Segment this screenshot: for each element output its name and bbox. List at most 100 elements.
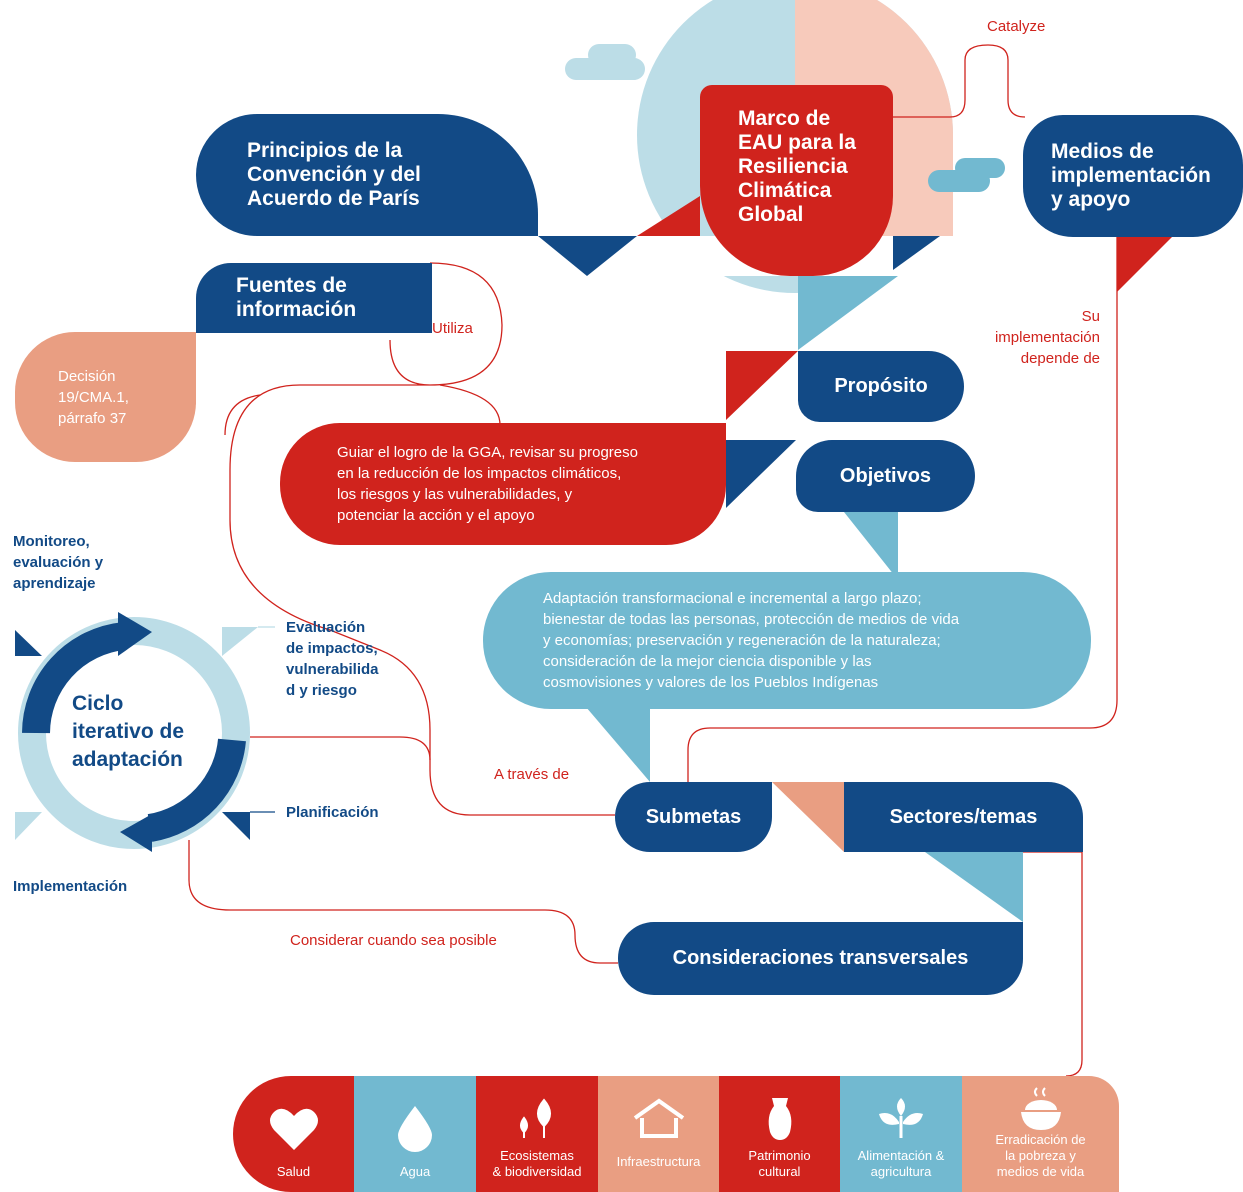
trees-icon (520, 1098, 551, 1138)
triangle-shape (798, 276, 898, 350)
proposito-label: Propósito (834, 375, 928, 397)
transversales-label: Consideraciones transversales (672, 947, 969, 969)
evaluacion-line: de impactos, (286, 640, 378, 657)
adaptacion-line: Adaptación transformacional e incrementa… (543, 590, 922, 607)
triangle-shape (222, 627, 258, 656)
evaluacion-label: Evaluación de impactos, vulnerabilida d … (286, 617, 379, 701)
fuentes-line: Fuentes de (236, 274, 347, 297)
vase-icon (768, 1098, 791, 1140)
sectores-node: Sectores/temas (844, 782, 1083, 852)
sector-label: Agua (399, 1164, 431, 1179)
principios-line: Principios de la (247, 139, 403, 162)
cycle-arrow-head (118, 612, 152, 656)
depende-line: implementación (994, 329, 1100, 346)
marco-line: Marco de (738, 107, 831, 130)
marco-line: Climática (738, 179, 832, 202)
sector-label: Erradicación de la pobreza y medios de v… (995, 1132, 1086, 1179)
marco-line: Global (738, 203, 804, 226)
triangle-shape (222, 812, 250, 840)
marco-line: EAU para la (738, 131, 856, 154)
guiar-line: potenciar la acción y el apoyo (337, 507, 535, 524)
triangle-shape (844, 512, 898, 580)
decision-node: Decisión 19/CMA.1, párrafo 37 (15, 332, 196, 462)
fuentes-line: información (236, 298, 357, 321)
triangle-shape (772, 782, 844, 852)
sector-label: Infraestructura (616, 1154, 701, 1169)
sector-tile-infraestructura: Infraestructura (598, 1076, 719, 1192)
cycle-title: Ciclo iterativo de adaptación (72, 690, 184, 774)
cloud-icon (565, 44, 645, 80)
sprout-icon (879, 1098, 923, 1138)
adaptacion-node: Adaptación transformacional e incrementa… (483, 572, 1091, 709)
monitoreo-line: evaluación y (13, 554, 104, 571)
guiar-node: Guiar el logro de la GGA, revisar su pro… (280, 423, 726, 545)
transversales-node: Consideraciones transversales (618, 922, 1023, 995)
sector-tile-alimentacion: Alimentación & agricultura (840, 1076, 962, 1192)
medios-line: Medios de (1051, 140, 1154, 163)
monitoreo-label: Monitoreo, evaluación y aprendizaje (13, 531, 103, 594)
evaluacion-line: d y riesgo (286, 682, 357, 699)
sector-label: Patrimonio cultural (748, 1148, 811, 1179)
principios-node: Principios de la Convención y del Acuerd… (196, 114, 538, 236)
sector-label: Alimentación & agricultura (857, 1148, 945, 1179)
submetas-node: Submetas (615, 782, 772, 852)
sector-tile-patrimonio: Patrimonio cultural (719, 1076, 840, 1192)
water-drop-icon (398, 1106, 432, 1152)
sector-label: Salud (276, 1164, 311, 1179)
triangle-shape (15, 812, 42, 840)
heart-icon (269, 1108, 318, 1150)
evaluacion-line: vulnerabilida (286, 661, 379, 678)
marco-line: Resiliencia (738, 155, 848, 178)
objetivos-node: Objetivos (796, 440, 975, 512)
cycle-arrow (22, 622, 126, 734)
triangle-shape (538, 236, 637, 276)
triangle-shape (893, 236, 940, 270)
principios-line: Convención y del (247, 163, 421, 186)
cycle-title-line: iterativo de (72, 720, 185, 743)
sector-tile-salud: Salud (233, 1076, 354, 1192)
medios-node: Medios de implementación y apoyo (1023, 115, 1243, 237)
adaptacion-line: y economías; preservación y regeneración… (543, 632, 941, 649)
objetivos-label: Objetivos (839, 464, 932, 487)
sector-label: Ecosistemas & biodiversidad (492, 1148, 582, 1179)
traves-label: A través de (494, 766, 570, 783)
decision-line: párrafo 37 (58, 409, 127, 427)
depende-label: Su implementación depende de (960, 306, 1100, 369)
triangle-shape (1117, 237, 1172, 292)
implementacion-label: Implementación (13, 878, 128, 895)
sector-tile-agua: Agua (354, 1076, 476, 1192)
triangle-shape (726, 351, 798, 420)
adaptacion-line: cosmovisiones y valores de los Pueblos I… (543, 674, 879, 691)
cloud-icon (928, 158, 1005, 192)
sector-tile-pobreza: Erradicación de la pobreza y medios de v… (962, 1076, 1119, 1192)
cycle-arrow (147, 738, 246, 842)
triangle-shape (925, 852, 1023, 922)
adaptacion-line: consideración de la mejor ciencia dispon… (543, 653, 872, 670)
medios-line: y apoyo (1051, 188, 1131, 211)
submetas-label: Submetas (645, 805, 742, 828)
cycle-title-line: adaptación (72, 748, 183, 771)
proposito-node: Propósito (798, 351, 964, 422)
marco-node: Marco de EAU para la Resiliencia Climáti… (700, 85, 893, 276)
house-icon (633, 1098, 684, 1138)
cycle-title-line: Ciclo (72, 692, 124, 715)
cycle-arrow-head (120, 814, 152, 852)
monitoreo-line: aprendizaje (13, 575, 96, 592)
guiar-line: los riesgos y las vulnerabilidades, y (337, 486, 573, 503)
catalyze-label: Catalyze (987, 18, 1046, 35)
evaluacion-line: Evaluación (286, 619, 366, 636)
triangle-shape (580, 700, 650, 782)
guiar-line: Guiar el logro de la GGA, revisar su pro… (337, 444, 638, 461)
triangle-shape (726, 440, 796, 508)
triangle-shape (15, 630, 42, 656)
planificacion-label: Planificación (286, 804, 379, 821)
principios-line: Acuerdo de París (247, 187, 420, 210)
considerar-label: Considerar cuando sea posible (290, 932, 497, 949)
adaptacion-line: bienestar de todas las personas, protecc… (543, 611, 960, 628)
sector-tile-ecosistemas: Ecosistemas & biodiversidad (476, 1076, 598, 1192)
triangle-shape (637, 196, 700, 236)
bowl-icon (1020, 1087, 1061, 1130)
connector-lines (188, 44, 1118, 1077)
fuentes-node: Fuentes de información (196, 263, 432, 333)
utiliza-label: Utiliza (432, 320, 473, 337)
